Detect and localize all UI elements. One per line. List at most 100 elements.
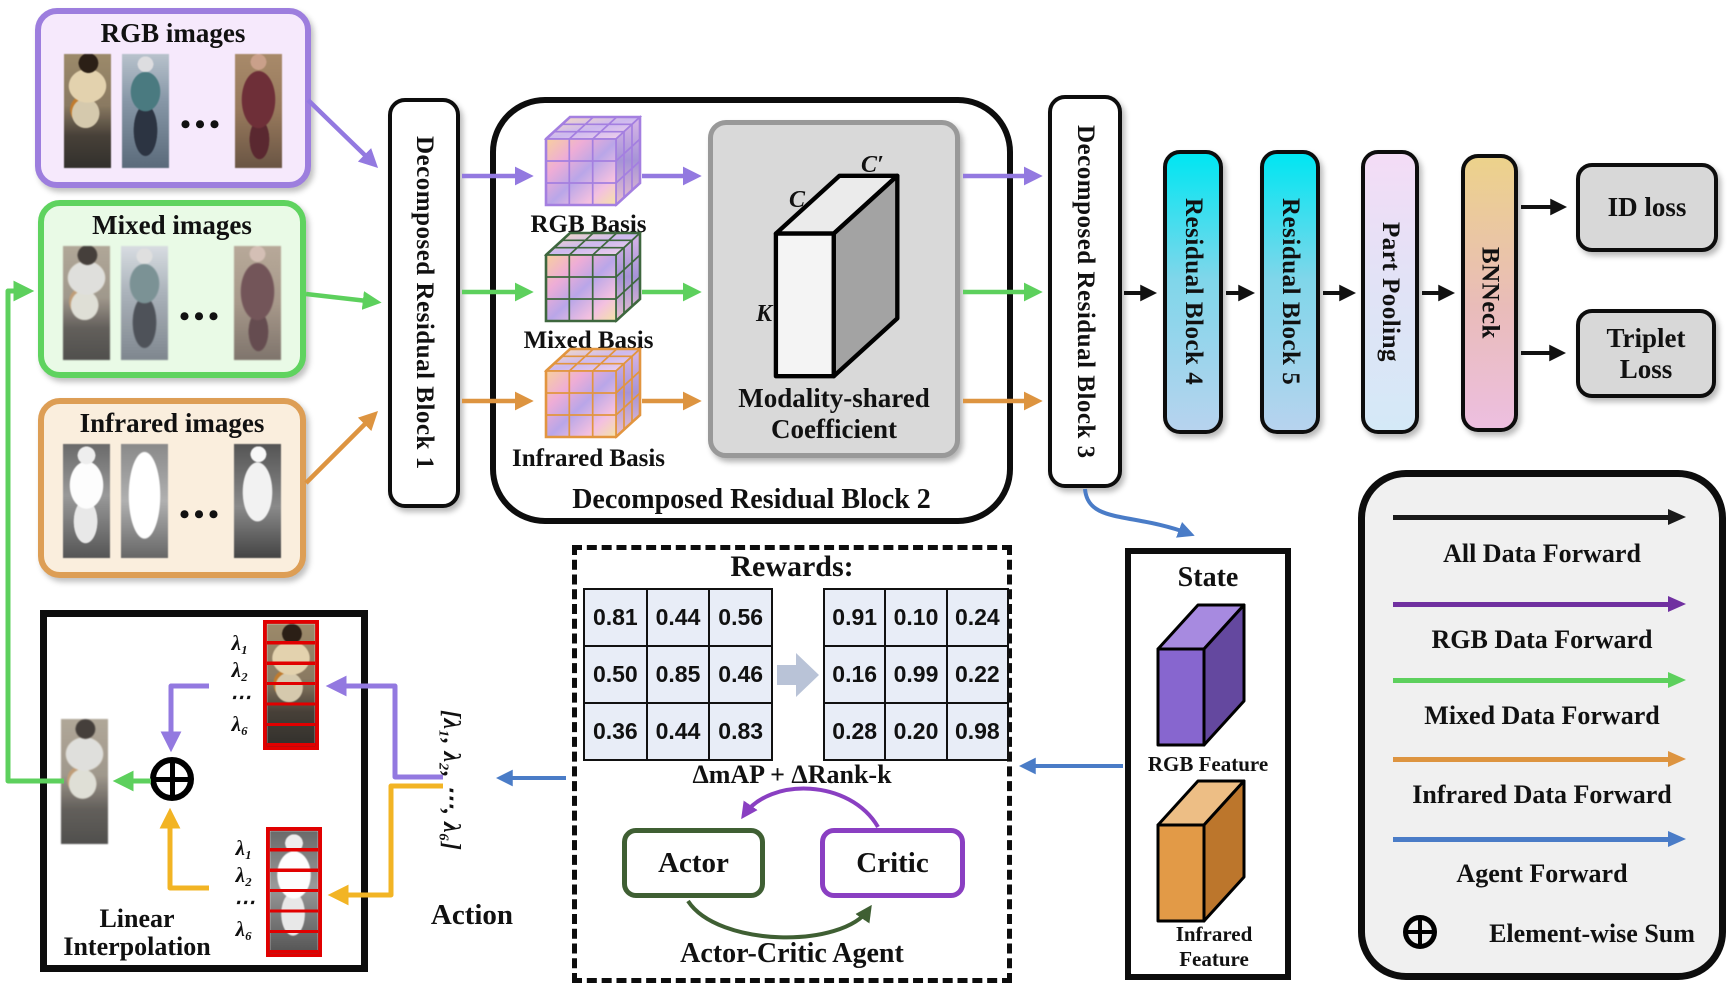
mixed-output-image: [61, 719, 108, 844]
rgb-images-box: RGB images •••: [35, 8, 311, 188]
agent-caption: Actor-Critic Agent: [680, 938, 904, 969]
block-label: Residual Block 5: [1277, 198, 1304, 386]
arrow-infrared-to-drb1: [304, 410, 379, 485]
legend-label: Agent Forward: [1456, 859, 1628, 888]
lambda-labels-infrared: λ₁ λ₂ ⋯ λ₆: [233, 836, 255, 941]
person-image: [233, 246, 281, 360]
reward-cell: 0.85: [646, 646, 710, 703]
state-box: State RGB Feature Infrared Feature: [1125, 548, 1291, 980]
linear-interpolation-box: λ₁ λ₂ ⋯ λ₆ λ₁ λ₂ ⋯ λ₆ Linear Interpolati…: [40, 610, 368, 972]
rgb-data-forward-arrow-icon: [1393, 596, 1686, 611]
rgb-basis-cube-icon: [543, 115, 643, 207]
reward-cell: 0.22: [946, 646, 1008, 703]
block-label: Decomposed Residual Block 1: [411, 136, 438, 470]
rewards-transition-arrow-icon: [777, 653, 819, 697]
block-residual-4: Residual Block 4: [1163, 150, 1223, 434]
mixed-images-box: Mixed images •••: [38, 200, 306, 378]
mixed-basis-cube-icon: [543, 231, 643, 323]
arrow-rgb-to-drb1: [306, 98, 379, 168]
reward-cell: 0.99: [885, 646, 947, 703]
reward-cell: 0.28: [824, 703, 886, 760]
reward-cell: 0.98: [946, 703, 1008, 760]
reward-cell: 0.16: [824, 646, 886, 703]
arrow-mixed-to-drb1: [305, 291, 382, 310]
actor-label: Actor: [658, 846, 729, 879]
id-loss-box: ID loss: [1576, 163, 1718, 252]
block-label: Part Pooling: [1377, 221, 1404, 362]
reward-cell: 0.10: [885, 589, 947, 646]
person-image: [233, 444, 281, 558]
infrared-feature-cuboid-icon: [1156, 779, 1246, 923]
infrared-basis-cube-icon: [543, 347, 643, 439]
element-wise-sum-label: Element-wise Sum: [1489, 919, 1695, 948]
lambda-labels-rgb: λ₁ λ₂ ⋯ λ₆: [229, 631, 251, 736]
action-label: Action: [430, 899, 514, 931]
rgb-feature-cuboid-icon: [1156, 603, 1246, 747]
reward-cell: 0.91: [824, 589, 886, 646]
coefficient-cuboid-icon: [773, 173, 900, 379]
block-decomposed-residual-3: Decomposed Residual Block 3: [1048, 95, 1122, 488]
element-wise-sum-icon: [150, 757, 194, 801]
ellipsis: •••: [180, 108, 224, 141]
modality-shared-coefficient-panel: C C′ K Modality-shared Coefficient: [708, 120, 960, 458]
rewards-table-before: 0.81 0.44 0.56 0.50 0.85 0.46 0.36 0.44 …: [583, 588, 773, 761]
actor-critic-agent-box: Rewards: 0.81 0.44 0.56 0.50 0.85 0.46 0…: [572, 545, 1012, 983]
agent-forward-arrow-icon: [1393, 831, 1686, 846]
person-image: [234, 54, 282, 168]
person-image: [122, 54, 170, 168]
infrared-data-forward-arrow-icon: [1393, 751, 1686, 766]
block-label: Decomposed Residual Block 2: [572, 484, 931, 515]
rgb-images-title: RGB images: [100, 18, 246, 48]
infrared-feature-label: Infrared Feature: [1175, 922, 1253, 972]
reward-cell: 0.44: [646, 589, 710, 646]
arrow-drb3-to-state: [1083, 488, 1195, 538]
ellipsis: •••: [179, 300, 223, 333]
dim-c-label: C: [789, 187, 806, 213]
mixed-data-forward-arrow-icon: [1393, 672, 1686, 687]
legend-label: Infrared Data Forward: [1412, 780, 1672, 809]
rgb-striped-image: [263, 620, 319, 750]
coefficient-caption: Modality-shared Coefficient: [738, 383, 930, 445]
block-label: BNNeck: [1476, 247, 1504, 339]
action-vector-label: [λ₁, λ₂, ⋯, λ₆]: [438, 709, 464, 851]
dim-c-prime-label: C′: [861, 152, 884, 178]
reward-cell: 0.46: [709, 646, 772, 703]
person-image: [64, 54, 112, 168]
infrared-basis-label: Infrared Basis: [511, 445, 666, 472]
infrared-striped-image: [266, 827, 322, 957]
rewards-table-after: 0.91 0.10 0.24 0.16 0.99 0.22 0.28 0.20 …: [823, 588, 1009, 761]
rewards-title: Rewards:: [730, 550, 854, 583]
reward-cell: 0.20: [885, 703, 947, 760]
reward-cell: 0.81: [584, 589, 647, 646]
mixed-images-title: Mixed images: [92, 210, 252, 240]
critic-label: Critic: [856, 846, 929, 879]
element-wise-sum-icon: [1403, 915, 1437, 949]
infrared-images-title: Infrared images: [79, 408, 265, 438]
reward-cell: 0.83: [709, 703, 772, 760]
all-data-forward-arrow-icon: [1393, 509, 1686, 524]
reward-formula: ΔmAP + ΔRank-k: [692, 760, 892, 789]
reward-cell: 0.24: [946, 589, 1008, 646]
reward-cell: 0.50: [584, 646, 647, 703]
triplet-loss-label: Triplet Loss: [1606, 323, 1686, 384]
dim-k-label: K: [756, 301, 773, 327]
block-label: Residual Block 4: [1180, 198, 1207, 386]
state-title: State: [1177, 562, 1239, 593]
block-bnneck: BNNeck: [1461, 154, 1518, 432]
legend-box: All Data Forward RGB Data Forward Mixed …: [1358, 470, 1726, 980]
linear-interpolation-caption: Linear Interpolation: [63, 904, 211, 961]
critic-node: Critic: [820, 828, 965, 898]
reward-cell: 0.36: [584, 703, 647, 760]
block-label: Decomposed Residual Block 3: [1072, 124, 1099, 459]
legend-label: RGB Data Forward: [1431, 625, 1653, 654]
person-image: [63, 444, 111, 558]
block-decomposed-residual-1: Decomposed Residual Block 1: [388, 98, 460, 508]
person-image: [63, 246, 111, 360]
legend-label: All Data Forward: [1443, 539, 1641, 568]
person-image: [121, 246, 169, 360]
actor-node: Actor: [622, 828, 765, 898]
triplet-loss-box: Triplet Loss: [1576, 309, 1716, 398]
block-part-pooling: Part Pooling: [1361, 150, 1419, 434]
id-loss-label: ID loss: [1607, 192, 1687, 223]
